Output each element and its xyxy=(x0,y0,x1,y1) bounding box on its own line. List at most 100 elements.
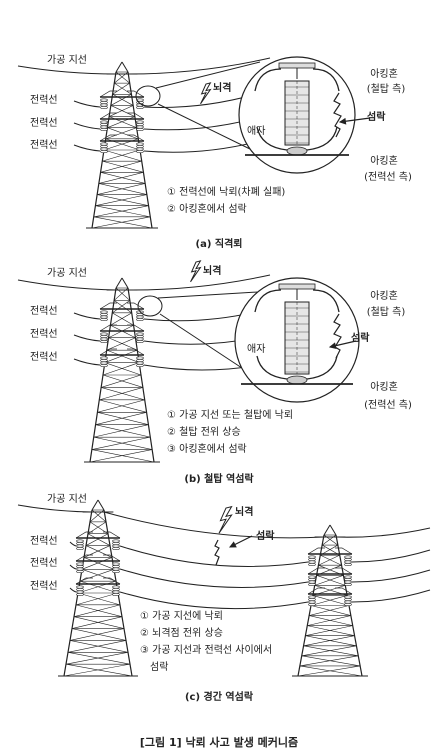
insulator-disc xyxy=(344,597,352,601)
panel-b-lightning-bolt-icon xyxy=(190,260,202,283)
tower-brace xyxy=(101,387,145,401)
insulator-disc xyxy=(344,577,352,581)
cross-arm-brace xyxy=(99,90,117,98)
tower-peak xyxy=(121,61,129,73)
insulator-disc xyxy=(308,562,316,566)
panel-c-conductor-label-2: 전력선 xyxy=(30,558,58,569)
ground-wire-right xyxy=(127,57,271,75)
panel-b-note-3: ③ 아킹혼에서 섬락 xyxy=(167,444,247,455)
insulator-disc xyxy=(136,334,144,338)
tower-brace xyxy=(310,605,351,616)
tower-brace xyxy=(65,651,129,665)
panel-b-flashover-arrow xyxy=(328,340,357,349)
tower-brace xyxy=(301,645,357,657)
tower-brace xyxy=(320,554,342,566)
conductor-clamp xyxy=(286,375,308,385)
cross-arm-brace xyxy=(127,112,145,120)
conductor-clamp xyxy=(286,146,308,156)
tower-brace xyxy=(75,592,119,606)
ground-wire-left xyxy=(17,279,117,291)
flashover-arc xyxy=(333,92,342,138)
cross-arm-brace xyxy=(103,577,121,585)
cross-arm-brace xyxy=(99,324,117,332)
insulator-disc xyxy=(76,567,84,571)
tower-brace xyxy=(73,616,125,629)
insulator-disc xyxy=(136,123,144,127)
insulator-disc xyxy=(344,560,352,564)
panel-c-caption: (c) 경간 역섬락 xyxy=(184,692,254,703)
tower-peak xyxy=(115,277,123,289)
tower-brace xyxy=(93,424,149,438)
panel-b-note-2: ② 철탑 전위 상승 xyxy=(167,427,241,438)
tower-brace xyxy=(110,105,135,117)
insulator-disc xyxy=(136,125,144,129)
panel-b-note-1: ① 가공 지선 또는 철탑에 낙뢰 xyxy=(167,410,294,421)
arcing-horn-top xyxy=(254,289,282,313)
tower-brace xyxy=(301,655,361,667)
insulator-disc xyxy=(136,332,144,336)
insulator-disc xyxy=(308,595,316,599)
tower-brace xyxy=(63,663,131,677)
panel-b-caption: (b) 철탑 역섬락 xyxy=(184,474,254,485)
insulator-disc xyxy=(76,569,84,573)
tower-brace xyxy=(81,569,117,582)
tower-brace xyxy=(314,575,344,586)
panel-c-ground-wire-label: 가공 지선 xyxy=(47,494,87,505)
insulator-disc xyxy=(308,557,316,561)
insulator-disc xyxy=(100,339,108,343)
panel-a-insulator-label: 애자 xyxy=(247,126,266,137)
cross-arm-brace xyxy=(127,348,145,356)
arcing-horn-bottom xyxy=(306,355,338,380)
tower-brace xyxy=(105,127,137,140)
insulator-disc xyxy=(344,557,352,561)
zoom-leader xyxy=(155,61,261,89)
panel-b-flashover-label: 섬락 xyxy=(351,333,370,344)
arcing-horn-top xyxy=(312,68,340,92)
tower-brace xyxy=(89,449,153,463)
panel-c-tower-left xyxy=(58,499,138,677)
cross-arm-brace xyxy=(335,567,353,575)
ground-wire-right xyxy=(335,527,431,538)
panel-b-inset xyxy=(234,277,360,403)
tower-brace xyxy=(83,557,115,570)
insulator-disc xyxy=(136,128,144,132)
tower-brace xyxy=(107,116,135,128)
insulator-disc xyxy=(344,562,352,566)
tower-brace xyxy=(97,194,149,207)
insulator-disc xyxy=(136,363,144,367)
insulator-disc xyxy=(112,546,120,550)
insulator-disc xyxy=(100,310,108,314)
tower-brace xyxy=(85,533,109,546)
zoom-marker xyxy=(135,85,161,107)
cross-arm-brace xyxy=(307,587,325,595)
panel-a-caption: (a) 직격뢰 xyxy=(195,239,243,250)
cross-arm-brace xyxy=(99,348,117,356)
tower-brace xyxy=(110,94,132,106)
conductor-span xyxy=(119,545,309,567)
tower-brace xyxy=(97,399,145,413)
insulator-disc xyxy=(100,101,108,105)
tower-brace xyxy=(102,362,140,376)
panel-b-conductor-label-3: 전력선 xyxy=(30,352,58,363)
conductor-left-stub xyxy=(69,541,77,547)
insulator-disc xyxy=(136,315,144,319)
tower-brace xyxy=(99,387,143,401)
panel-c-flashover-label: 섬락 xyxy=(256,531,275,542)
insulator-disc xyxy=(76,546,84,550)
insulator-disc xyxy=(136,142,144,146)
insulator-disc xyxy=(136,356,144,360)
insulator-disc xyxy=(136,337,144,341)
panel-a-arcing-horn-top-sub: (철탑 측) xyxy=(366,84,406,95)
insulator-disc xyxy=(308,602,316,606)
conductor-left-stub xyxy=(69,587,77,593)
tower-brace xyxy=(100,171,146,184)
panel-a-arcing-horn-bottom-label: 아킹혼 xyxy=(370,156,398,167)
zoom-leader xyxy=(159,313,249,373)
panel-a-conductor-label-3: 전력선 xyxy=(30,140,58,151)
insulator-disc xyxy=(76,562,84,566)
panel-a-tower xyxy=(86,61,158,229)
tower-brace xyxy=(71,628,127,641)
tower-peak xyxy=(329,524,337,536)
tower-brace xyxy=(91,216,151,229)
tower-brace xyxy=(112,312,134,326)
